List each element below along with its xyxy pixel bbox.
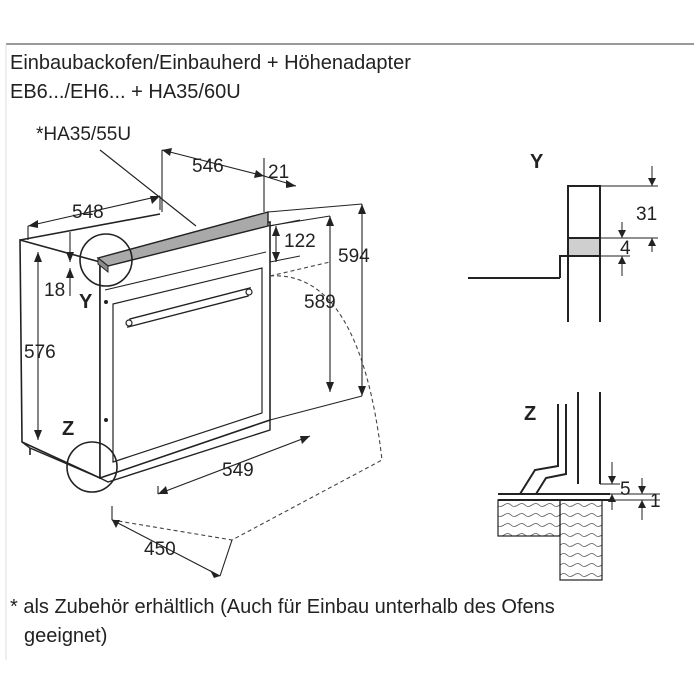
dim-122: 122 bbox=[284, 231, 316, 252]
detail-z-drawing bbox=[498, 392, 610, 501]
dim-546: 546 bbox=[192, 156, 224, 177]
dim-5: 5 bbox=[620, 479, 631, 500]
dim-31: 31 bbox=[636, 204, 657, 225]
label-y-detail: Y bbox=[530, 151, 544, 173]
dim-18: 18 bbox=[44, 280, 65, 301]
detail-y-circle bbox=[79, 233, 133, 287]
title-line-2: EB6.../EH6... + HA35/60U bbox=[10, 81, 241, 103]
footnote-line-1: * als Zubehör erhältlich (Auch für Einba… bbox=[10, 596, 555, 618]
dim-1: 1 bbox=[650, 491, 661, 512]
oven-door bbox=[112, 267, 263, 463]
accessory-note: *HA35/55U bbox=[36, 124, 131, 145]
dim-589: 589 bbox=[304, 292, 336, 313]
dim-549: 549 bbox=[222, 460, 254, 481]
detail-z-circle bbox=[66, 441, 118, 493]
dashed-outline bbox=[111, 261, 383, 541]
dim-594: 594 bbox=[338, 246, 370, 267]
detail-y-arrows bbox=[618, 178, 656, 264]
detail-z-arrows bbox=[608, 476, 646, 508]
wood-section bbox=[497, 499, 603, 581]
detail-y-drawing bbox=[468, 185, 601, 322]
label-y-main: Y bbox=[79, 291, 93, 313]
title-line-1: Einbaubackofen/Einbauherd + Höhenadapter bbox=[10, 52, 411, 74]
dim-4: 4 bbox=[620, 238, 631, 259]
dim-450: 450 bbox=[144, 539, 176, 560]
adapter-section-y bbox=[567, 237, 601, 257]
label-z-main: Z bbox=[62, 418, 74, 440]
dimension-arrows bbox=[28, 148, 366, 578]
dim-576: 576 bbox=[24, 342, 56, 363]
dim-21: 21 bbox=[268, 162, 289, 183]
dim-548: 548 bbox=[72, 202, 104, 223]
accessory-leader bbox=[99, 149, 197, 227]
label-z-detail: Z bbox=[524, 403, 536, 425]
footnote-line-2: geeignet) bbox=[24, 625, 108, 647]
